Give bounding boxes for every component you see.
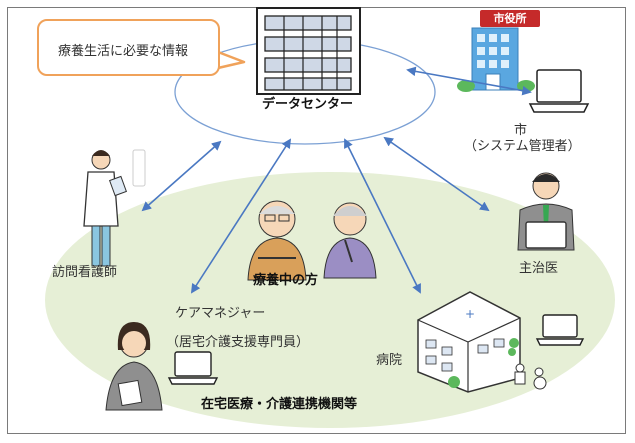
wheelchair-figures-icon: [514, 363, 547, 390]
care-manager-label: ケアマネジャー: [175, 306, 266, 321]
city-hall-icon: [457, 27, 535, 92]
patient-label: 療養中の方: [253, 273, 319, 288]
info-callout-text: 療養生活に必要な情報: [58, 44, 189, 59]
arrow-datacenter-doctor: [383, 136, 490, 212]
city-label: 市: [514, 123, 528, 138]
data-center-label: データセンター: [262, 97, 354, 112]
hospital-label: 病院: [376, 353, 403, 368]
arrow-datacenter-city: [406, 66, 532, 96]
hospital-laptop-icon: [535, 314, 585, 346]
doctor-figure-icon: [517, 172, 575, 251]
doctor-label: 主治医: [519, 261, 559, 276]
arrow-datacenter-caremanager: [190, 138, 292, 294]
arrow-datacenter-hospital: [344, 138, 421, 294]
nurse-label: 訪問看護師: [52, 265, 118, 280]
city-role-label: （システム管理者）: [464, 139, 581, 154]
info-callout: [37, 19, 220, 76]
care-manager-figure-icon: [105, 322, 163, 411]
city-laptop-icon: [528, 69, 590, 113]
care-manager-role-label: （居宅介護支援専門員）: [166, 335, 310, 350]
network-label: 在宅医療・介護連携機関等: [201, 397, 358, 412]
city-hall-sign: 市役所: [480, 10, 540, 27]
nurse-figure-icon: [83, 150, 128, 267]
care-manager-laptop-icon: [167, 351, 219, 385]
callout-tail: [217, 50, 246, 70]
phone-icon: [132, 149, 146, 187]
svg-text:+: +: [465, 307, 475, 321]
data-center-building-icon: [256, 7, 361, 95]
